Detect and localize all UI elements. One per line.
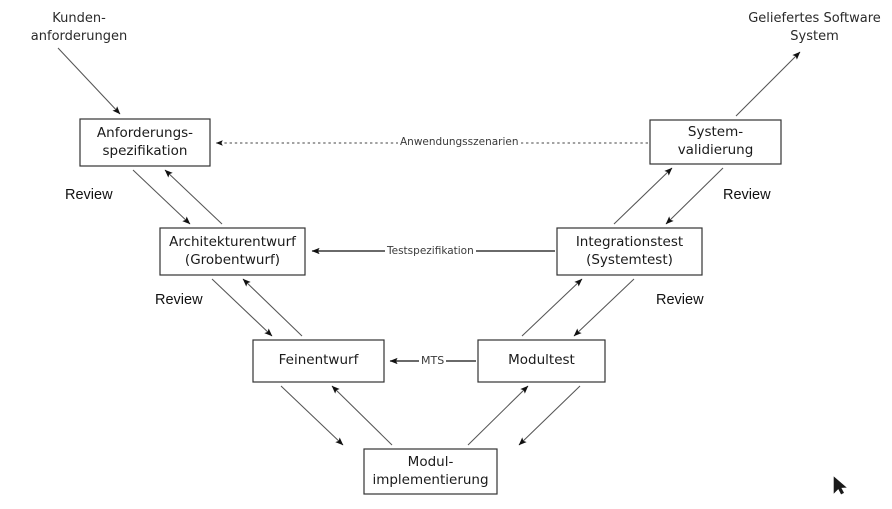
review-label-top-right: Review bbox=[723, 187, 771, 203]
boxes-group bbox=[79, 118, 782, 495]
mouse-cursor bbox=[833, 476, 847, 495]
arrow-architekturentwurf-to-feinentwurf bbox=[211, 278, 273, 337]
arrow-feinentwurf-to-architekturentwurf bbox=[242, 278, 303, 337]
arrow-architekturentwurf-to-anforderungsspezifikation bbox=[164, 169, 223, 225]
arrow-systemvalidierung-to-geliefertes-system bbox=[735, 51, 801, 117]
arrow-modulimplementierung-to-feinentwurf bbox=[331, 385, 393, 446]
box-anforderungsspezifikation[interactable] bbox=[79, 118, 211, 167]
arrow-systemvalidierung-to-integrationstest bbox=[665, 167, 724, 225]
review-label-mid-right: Review bbox=[656, 292, 704, 308]
arrow-feinentwurf-to-modulimplementierung bbox=[280, 385, 344, 446]
box-integrationstest[interactable] bbox=[556, 227, 703, 276]
edge-label-testspezifikation: Testspezifikation bbox=[385, 245, 476, 257]
review-label-top-left: Review bbox=[65, 187, 113, 203]
arrow-modulimplementierung-to-modultest bbox=[467, 385, 529, 446]
box-modultest[interactable] bbox=[477, 339, 606, 383]
text-line2: System bbox=[790, 28, 839, 44]
edge-label-mts: MTS bbox=[419, 354, 447, 367]
text-geliefertes-software-system: Geliefertes Software System bbox=[742, 10, 887, 45]
arrow-integrationstest-to-modultest bbox=[573, 278, 635, 337]
arrow-modultest-to-modulimplementierung bbox=[518, 385, 581, 446]
box-feinentwurf[interactable] bbox=[252, 339, 385, 383]
edge-label-anwendungsszenarien: Anwendungsszenarien bbox=[398, 136, 521, 148]
arrow-kundenanforderungen-to-anforderungsspezifikation bbox=[57, 47, 121, 115]
arrow-modultest-to-integrationstest bbox=[521, 278, 583, 337]
box-modulimplementierung[interactable] bbox=[363, 448, 498, 495]
arrow-integrationstest-to-systemvalidierung bbox=[613, 167, 673, 225]
box-architekturentwurf[interactable] bbox=[159, 227, 306, 276]
review-label-mid-left: Review bbox=[155, 292, 203, 308]
text-line1: Kunden- bbox=[52, 11, 106, 26]
arrow-anforderungsspezifikation-to-architekturentwurf bbox=[132, 169, 191, 225]
box-systemvalidierung[interactable] bbox=[649, 119, 782, 165]
text-line2: anforderungen bbox=[30, 28, 128, 44]
text-kundenanforderungen: Kunden- anforderungen bbox=[14, 10, 144, 45]
text-line1: Geliefertes Software bbox=[748, 11, 881, 26]
